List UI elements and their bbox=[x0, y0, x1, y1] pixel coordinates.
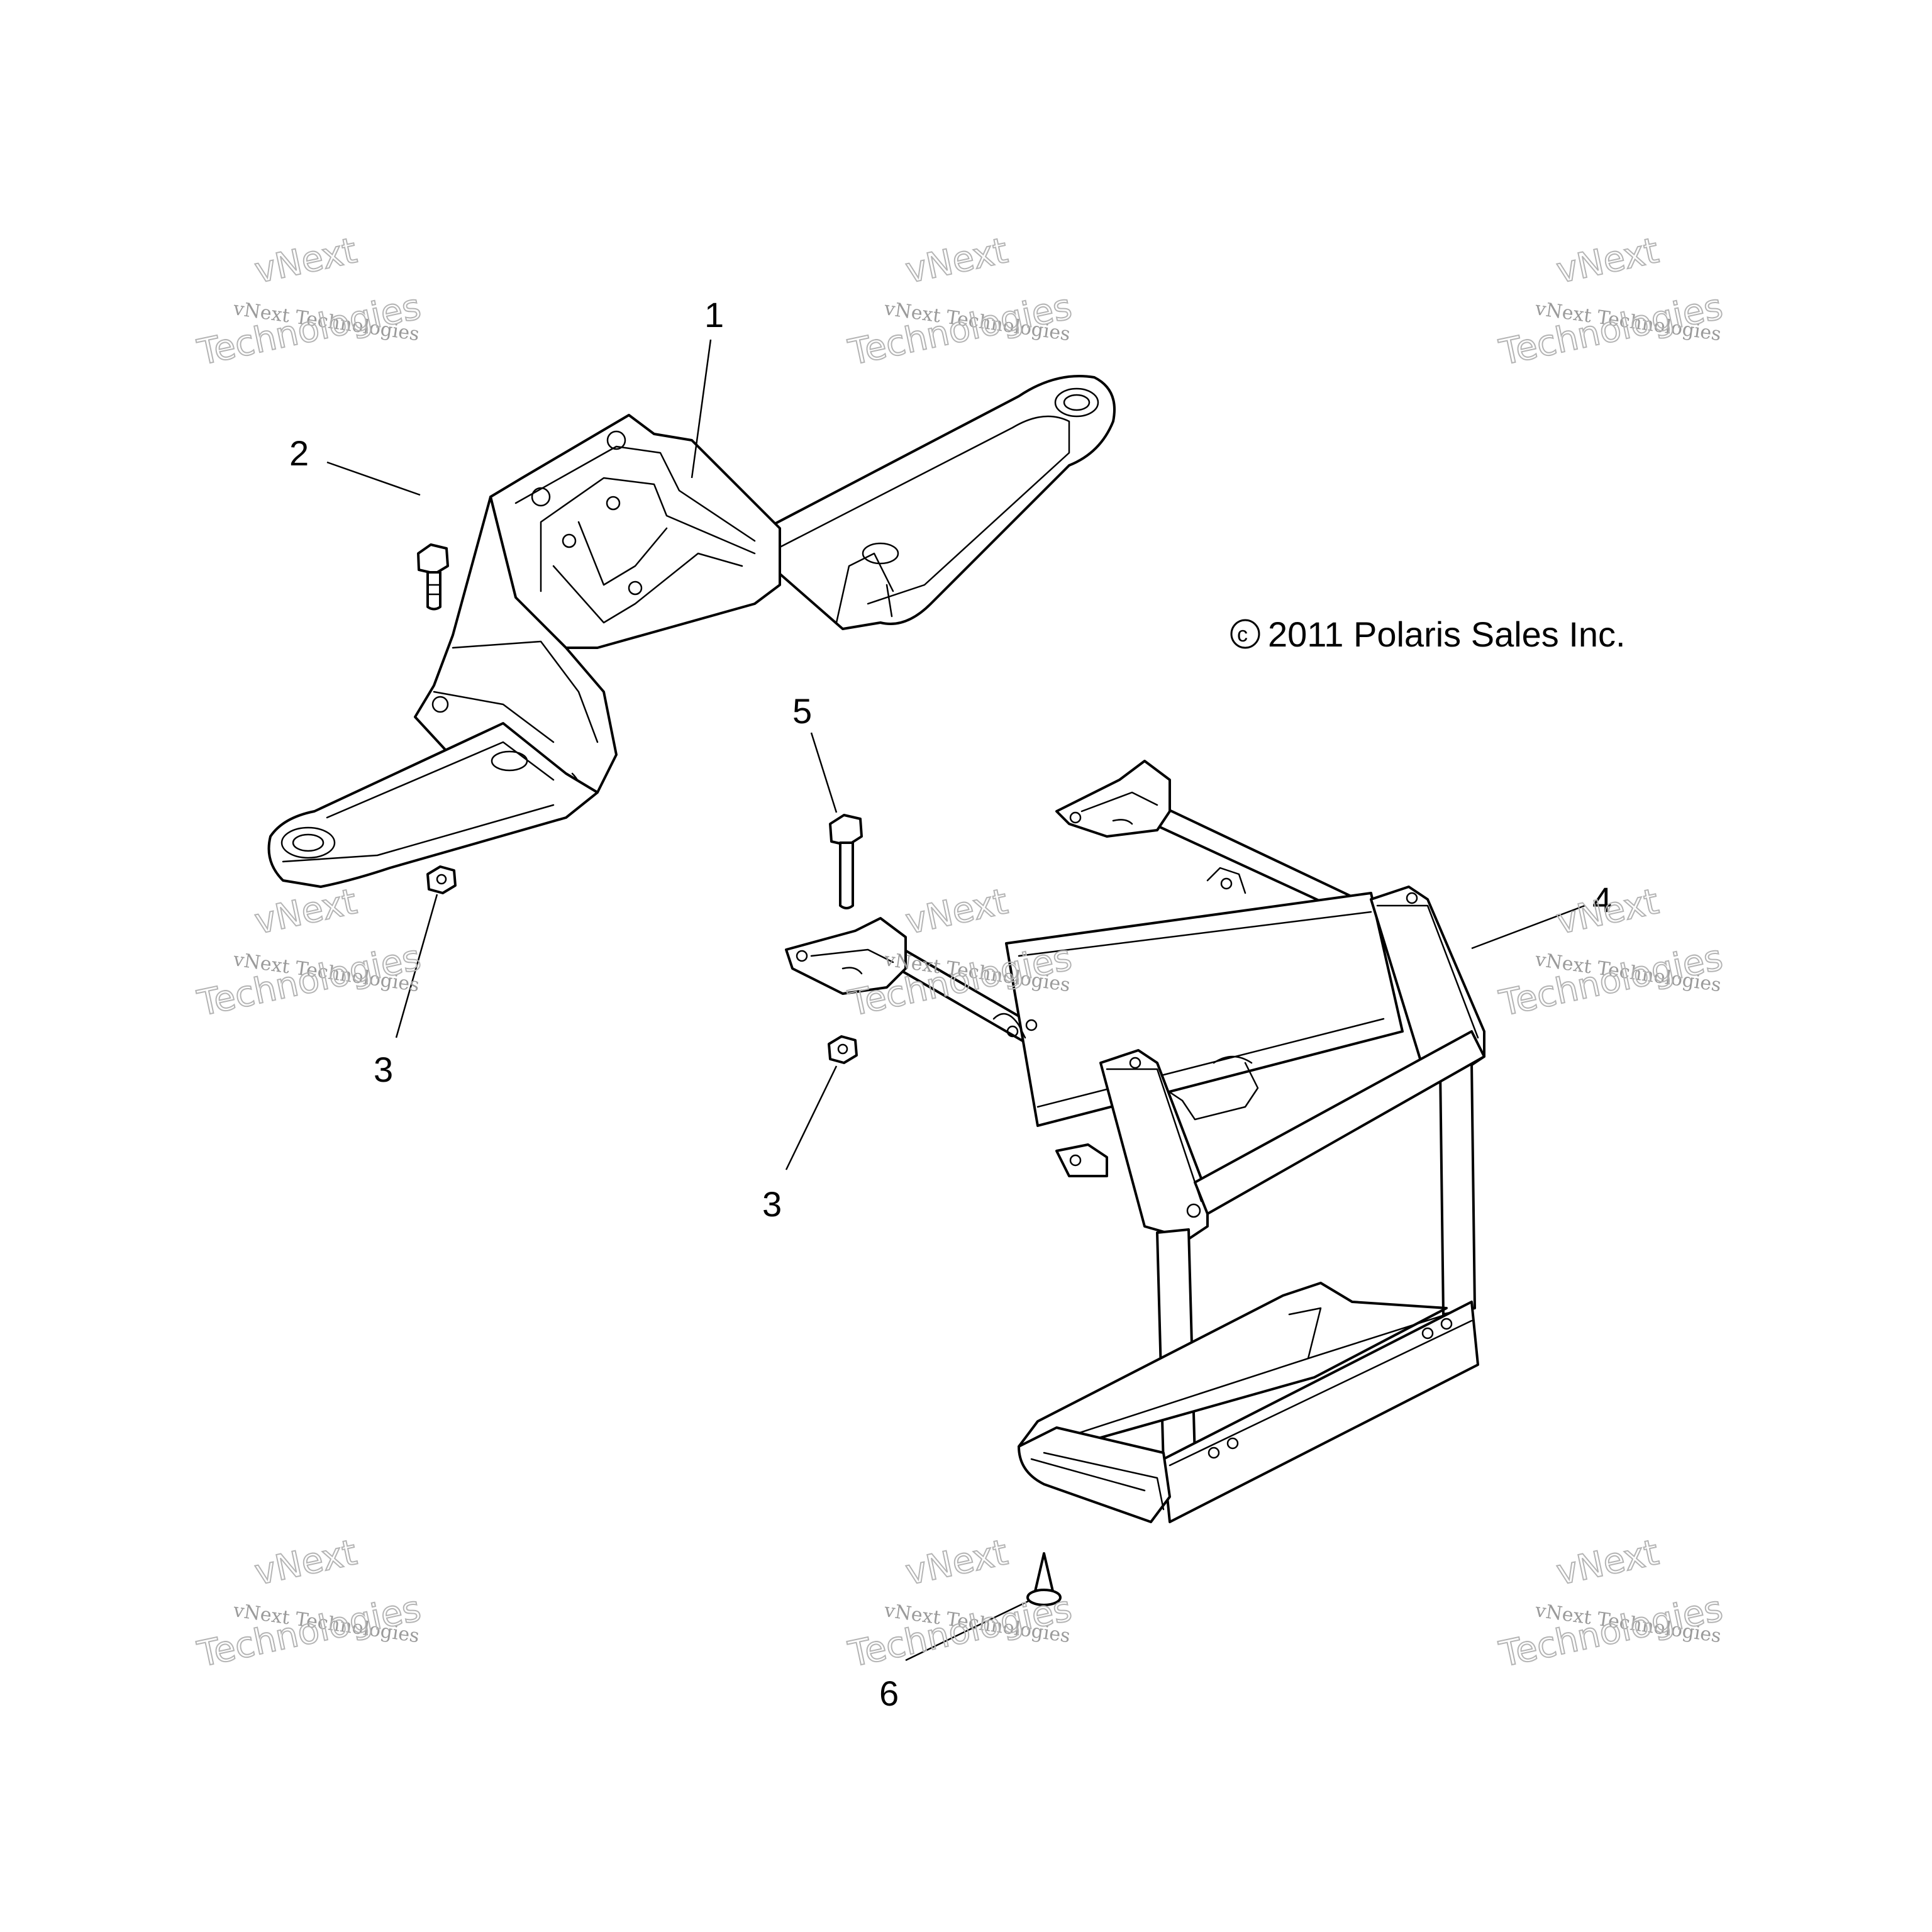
watermark-4: vNext vNext Technologies Technologies bbox=[193, 880, 425, 1025]
copyright-text: 2011 Polaris Sales Inc. bbox=[1268, 614, 1626, 654]
leader-6 bbox=[905, 1600, 1029, 1662]
watermark-3-line1: vNext bbox=[1553, 230, 1662, 292]
watermark-9-line3: Technologies bbox=[1496, 1588, 1726, 1675]
part-2-bolt bbox=[417, 543, 449, 611]
callout-6: 6 bbox=[879, 1674, 899, 1713]
leader-1 bbox=[691, 339, 712, 479]
callout-5: 5 bbox=[792, 691, 812, 731]
part-3-nut-center bbox=[828, 1035, 858, 1064]
watermark-6-line1: vNext bbox=[1553, 881, 1662, 943]
callout-3-center: 3 bbox=[762, 1184, 782, 1224]
leader-4 bbox=[1471, 904, 1585, 950]
watermark-2: vNext vNext Technologies Technologies bbox=[844, 230, 1075, 374]
leader-2 bbox=[326, 461, 421, 496]
watermark-7: vNext vNext Technologies Technologies bbox=[193, 1531, 425, 1676]
leader-3b bbox=[785, 1065, 838, 1170]
watermark-3: vNext vNext Technologies Technologies bbox=[1495, 230, 1726, 374]
watermark-1-line1: vNext bbox=[251, 230, 360, 292]
part-4-lower-frame bbox=[785, 760, 1485, 1523]
watermark-7-line1: vNext bbox=[251, 1532, 360, 1594]
watermark-8-line1: vNext bbox=[902, 1532, 1011, 1594]
leader-3a bbox=[395, 894, 438, 1038]
watermark-4-line1: vNext bbox=[251, 881, 360, 943]
watermark-1-line3: Technologies bbox=[194, 286, 424, 374]
watermark-5-line1: vNext bbox=[902, 881, 1011, 943]
part-6-push-pin bbox=[1026, 1552, 1062, 1606]
leader-lines bbox=[326, 339, 1585, 1662]
part-1-front-bracket bbox=[267, 375, 1116, 888]
watermark-2-line3: Technologies bbox=[845, 286, 1075, 374]
callout-3-left: 3 bbox=[374, 1050, 393, 1089]
watermark-1: vNext vNext Technologies Technologies bbox=[193, 230, 425, 374]
callout-2: 2 bbox=[289, 433, 309, 473]
watermark-8-line3: Technologies bbox=[845, 1588, 1075, 1675]
watermark-8: vNext vNext Technologies Technologies bbox=[844, 1531, 1075, 1676]
watermark-9-line1: vNext bbox=[1553, 1532, 1662, 1594]
watermark-2-line1: vNext bbox=[902, 230, 1011, 292]
callout-1: 1 bbox=[704, 295, 724, 335]
copyright-notice: c 2011 Polaris Sales Inc. bbox=[1230, 614, 1626, 654]
watermark-7-line3: Technologies bbox=[194, 1588, 424, 1675]
part-5-bolt bbox=[829, 814, 863, 909]
part-3-nut-left bbox=[426, 865, 457, 894]
leader-5 bbox=[810, 732, 838, 813]
copyright-icon bbox=[1230, 619, 1260, 649]
watermark-4-line3: Technologies bbox=[194, 937, 424, 1024]
watermark-6-line3: Technologies bbox=[1496, 937, 1726, 1024]
watermark-3-line3: Technologies bbox=[1496, 286, 1726, 374]
watermark-9: vNext vNext Technologies Technologies bbox=[1495, 1531, 1726, 1676]
callout-4: 4 bbox=[1592, 880, 1612, 919]
watermark-6: vNext vNext Technologies Technologies bbox=[1495, 880, 1726, 1025]
copyright-c-glyph: c bbox=[1237, 623, 1248, 647]
